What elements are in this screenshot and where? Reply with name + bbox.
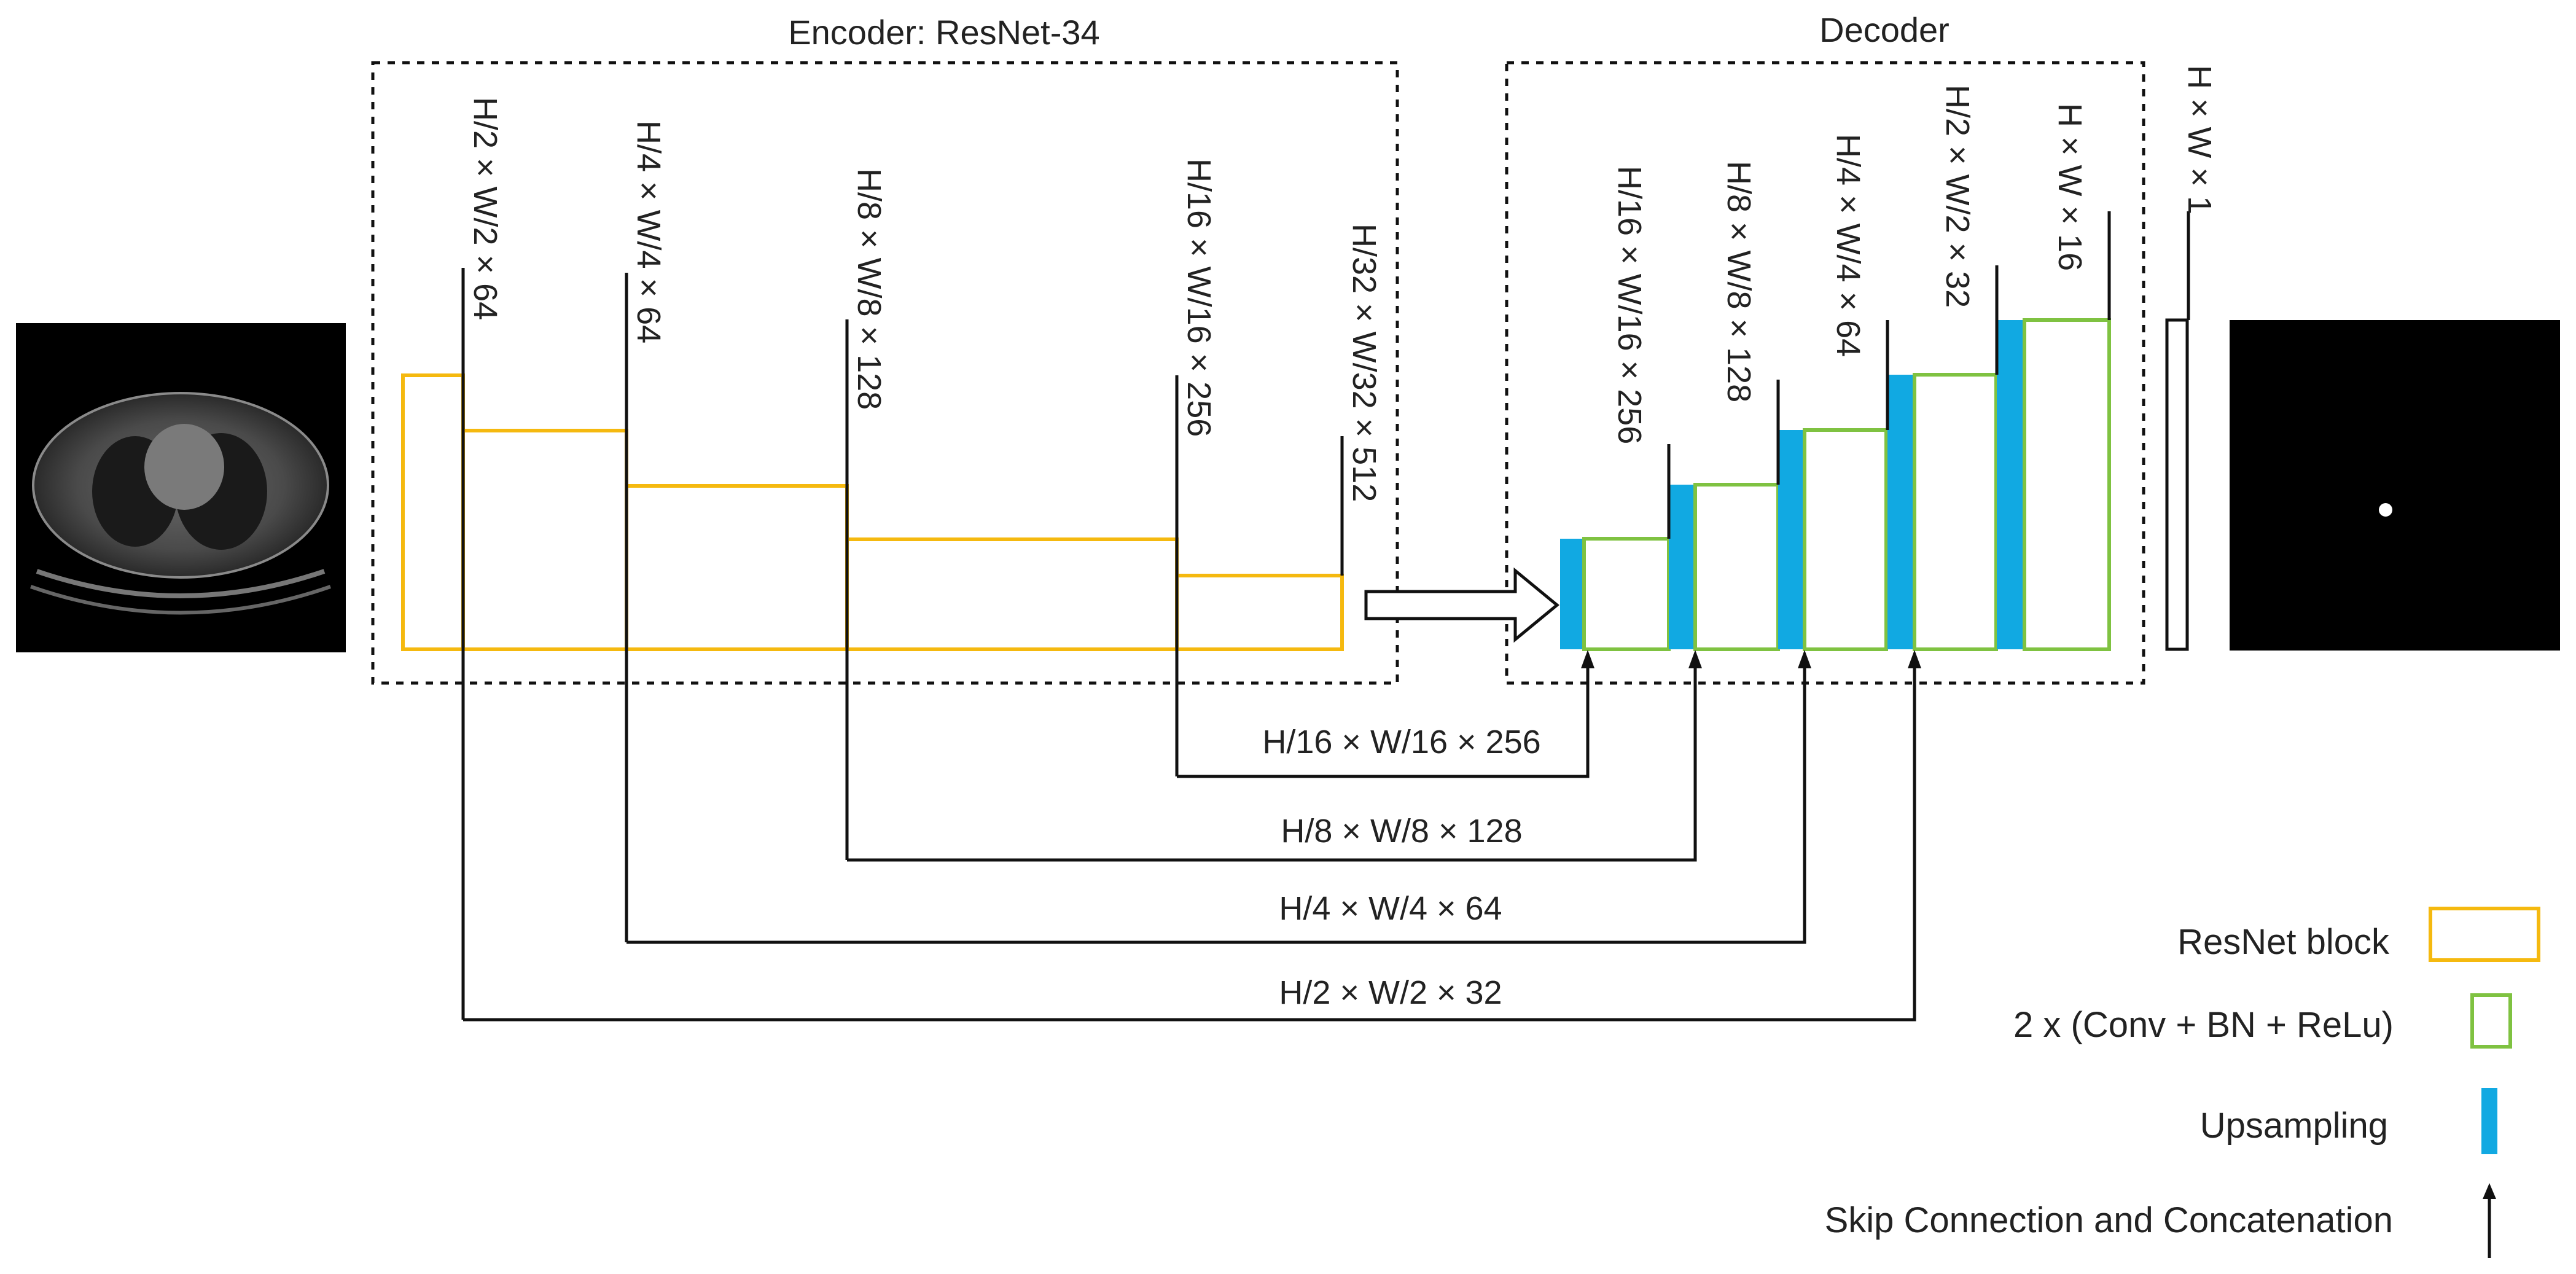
encoder-frame (371, 61, 1399, 685)
upsampling-block (1778, 430, 1805, 649)
legend-upsampling-swatch (2481, 1088, 2497, 1154)
conv-block (1693, 483, 1780, 651)
resnet-block-stem (401, 373, 465, 651)
output-mask-image (2230, 320, 2560, 651)
upsampling-block (1560, 539, 1584, 649)
skip-label: H/8 × W/8 × 128 (1281, 813, 1522, 850)
output-block (2165, 318, 2189, 651)
conv-block (1913, 373, 1998, 651)
skip-arrowheads (1581, 650, 1921, 668)
encoder-output-lines (461, 268, 1344, 1020)
dec-dim-label: H/16 × W/16 × 256 (1611, 166, 1648, 444)
resnet-block-4 (1175, 574, 1344, 651)
dec-dim-label: H × W × 16 (2051, 103, 2088, 271)
input-ct-image (16, 323, 346, 652)
conv-block (1582, 537, 1671, 651)
encoder-dim-labels: H/2 × W/2 × 64 H/4 × W/4 × 64 H/8 × W/8 … (467, 97, 1383, 502)
skip-label: H/4 × W/4 × 64 (1279, 890, 1502, 927)
bridge-arrow (1364, 567, 1559, 643)
decoder-title: Decoder (1819, 10, 1950, 49)
conv-block (2023, 318, 2111, 651)
legend-conv-swatch (2470, 993, 2512, 1049)
dec-dim-label: H/4 × W/4 × 64 (1830, 134, 1867, 357)
enc-dim-label: H/2 × W/2 × 64 (467, 97, 504, 320)
conv-block (1803, 428, 1888, 651)
encoder-title: Encoder: ResNet-34 (788, 13, 1099, 52)
legend-resnet-label: ResNet block (2177, 922, 2390, 962)
decoder-frame (1505, 61, 2145, 685)
skip-connections (463, 657, 1916, 1022)
legend-skip-arrowhead (2483, 1183, 2496, 1199)
decoder-blocks (1560, 318, 2111, 651)
skip-labels: H/16 × W/16 × 256 H/8 × W/8 × 128 H/4 × … (1262, 724, 1540, 1011)
skip-label: H/16 × W/16 × 256 (1262, 724, 1540, 760)
skip-label: H/2 × W/2 × 32 (1279, 974, 1502, 1011)
dec-dim-label: H/8 × W/8 × 128 (1720, 161, 1757, 402)
enc-dim-label: H/8 × W/8 × 128 (851, 168, 888, 410)
decoder-dim-labels: H/16 × W/16 × 256 H/8 × W/8 × 128 H/4 × … (1611, 65, 2218, 444)
dec-dim-label: H/2 × W/2 × 32 (1939, 85, 1976, 308)
upsampling-block (1669, 485, 1695, 649)
resnet-block-2 (625, 484, 849, 651)
output-dim-label: H × W × 1 (2181, 65, 2218, 214)
resnet-block-3 (845, 537, 1179, 651)
legend-conv-label: 2 x (Conv + BN + ReLu) (2013, 1005, 2394, 1045)
upsampling-block (1997, 320, 2024, 649)
enc-dim-label: H/32 × W/32 × 512 (1346, 224, 1383, 502)
upsampling-block (1887, 375, 1914, 649)
legend-upsampling-label: Upsampling (2200, 1106, 2388, 1146)
legend: ResNet block 2 x (Conv + BN + ReLu) Upsa… (1825, 907, 2540, 1258)
enc-dim-label: H/4 × W/4 × 64 (630, 120, 667, 343)
enc-dim-label: H/16 × W/16 × 256 (1181, 158, 1217, 437)
resnet-block-1 (461, 429, 628, 651)
decoder-output-lines (1667, 211, 2190, 539)
legend-skip-label: Skip Connection and Concatenation (1825, 1200, 2393, 1240)
legend-resnet-swatch (2429, 907, 2540, 962)
